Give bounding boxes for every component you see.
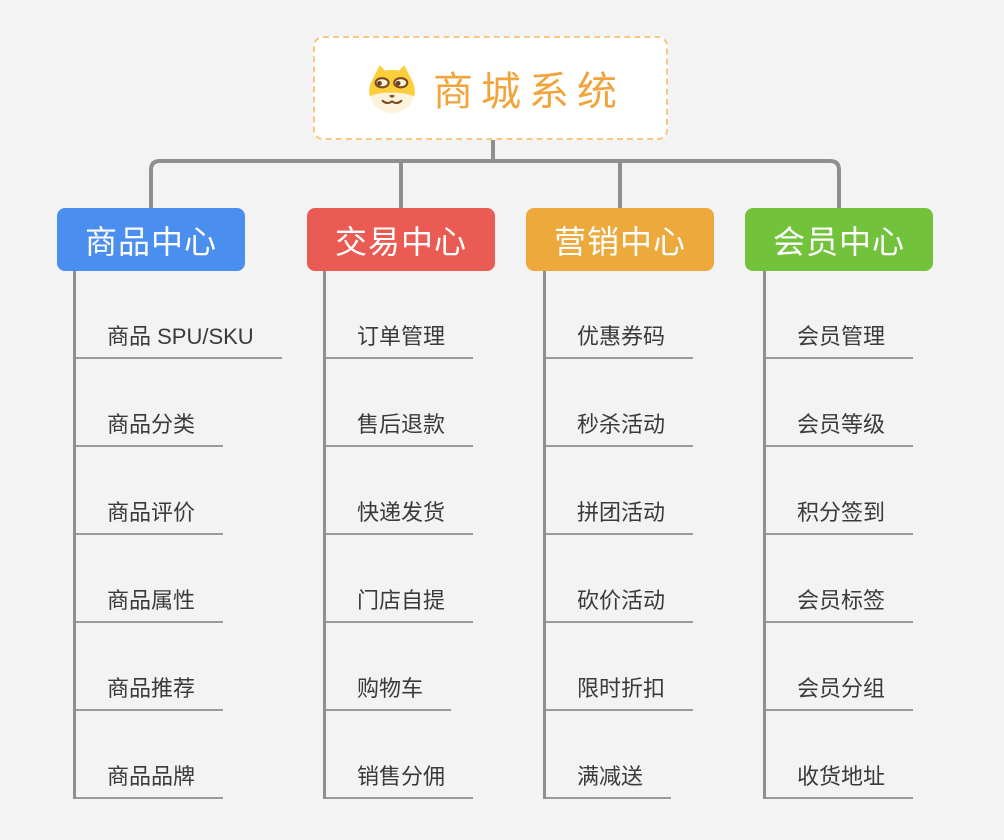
child-topic[interactable]: 限时折扣 xyxy=(543,623,694,711)
child-topic[interactable]: 满减送 xyxy=(543,711,672,799)
branch-node-product[interactable]: 商品中心 xyxy=(57,208,245,271)
child-topic[interactable]: 会员分组 xyxy=(763,623,914,711)
dog-face-icon xyxy=(369,65,415,114)
branch-node-trade[interactable]: 交易中心 xyxy=(307,208,495,271)
child-topic[interactable]: 销售分佣 xyxy=(323,711,474,799)
child-topic[interactable]: 商品品牌 xyxy=(73,711,224,799)
child-topic[interactable]: 门店自提 xyxy=(323,535,474,623)
child-topic[interactable]: 积分签到 xyxy=(763,447,914,535)
child-topic[interactable]: 售后退款 xyxy=(323,359,474,447)
branch-node-marketing[interactable]: 营销中心 xyxy=(526,208,714,271)
child-topic[interactable]: 商品评价 xyxy=(73,447,224,535)
child-topic[interactable]: 快递发货 xyxy=(323,447,474,535)
child-topic[interactable]: 订单管理 xyxy=(323,271,474,359)
root-node[interactable]: 商城系统 xyxy=(313,36,668,140)
child-topic[interactable]: 商品属性 xyxy=(73,535,224,623)
branch-children-marketing: 优惠券码 秒杀活动 拼团活动 砍价活动 限时折扣 满减送 xyxy=(543,271,694,799)
child-topic[interactable]: 秒杀活动 xyxy=(543,359,694,447)
child-topic[interactable]: 会员等级 xyxy=(763,359,914,447)
child-topic[interactable]: 商品 SPU/SKU xyxy=(73,271,282,359)
root-title: 商城系统 xyxy=(433,70,625,114)
branch-node-member[interactable]: 会员中心 xyxy=(745,208,933,271)
child-topic[interactable]: 会员标签 xyxy=(763,535,914,623)
child-topic[interactable]: 优惠券码 xyxy=(543,271,694,359)
child-topic[interactable]: 会员管理 xyxy=(763,271,914,359)
child-topic[interactable]: 砍价活动 xyxy=(543,535,694,623)
branch-children-member: 会员管理 会员等级 积分签到 会员标签 会员分组 收货地址 xyxy=(763,271,914,799)
child-topic[interactable]: 购物车 xyxy=(323,623,452,711)
branch-children-product: 商品 SPU/SKU 商品分类 商品评价 商品属性 商品推荐 商品品牌 xyxy=(73,271,282,799)
branch-children-trade: 订单管理 售后退款 快递发货 门店自提 购物车 销售分佣 xyxy=(323,271,474,799)
child-topic[interactable]: 收货地址 xyxy=(763,711,914,799)
child-topic[interactable]: 商品推荐 xyxy=(73,623,224,711)
child-topic[interactable]: 拼团活动 xyxy=(543,447,694,535)
child-topic[interactable]: 商品分类 xyxy=(73,359,224,447)
